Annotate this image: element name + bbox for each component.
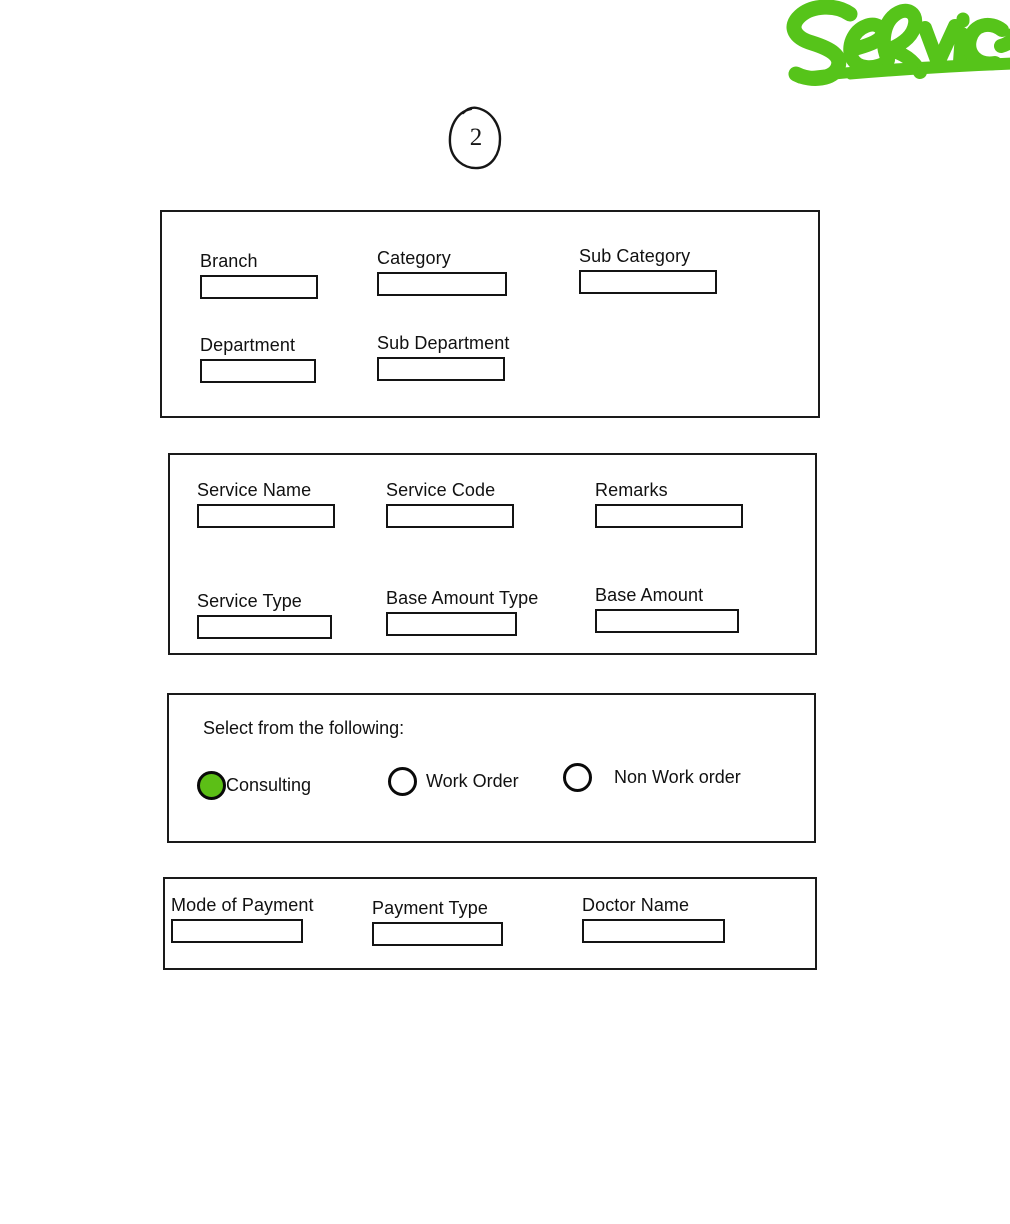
field-branch-label: Branch [200,251,258,271]
field-department-label: Department [200,335,296,355]
field-sub-department-label: Sub Department [377,333,510,353]
category-input[interactable] [377,272,507,296]
field-payment-type: Payment Type [372,898,503,946]
field-service-name: Service Name [197,480,335,528]
service-code-input[interactable] [386,504,514,528]
radio-unselected-icon[interactable] [388,767,417,796]
radio-option-consulting[interactable]: Consulting [197,771,311,800]
field-service-type-label: Service Type [197,591,302,611]
hand-drawn-circle-icon [448,106,502,170]
radio-option-work-order[interactable]: Work Order [388,767,519,796]
page-number-badge: 2 [447,105,503,171]
selection-panel: Select from the following: Consulting Wo… [167,693,816,843]
field-branch: Branch [200,251,318,299]
base-amount-type-input[interactable] [386,612,517,636]
mode-of-payment-input[interactable] [171,919,303,943]
sub-department-input[interactable] [377,357,505,381]
radio-selected-icon[interactable] [197,771,226,800]
field-doctor-name-label: Doctor Name [582,895,690,915]
radio-option-non-work-order[interactable]: Non Work order [563,763,741,792]
field-service-name-label: Service Name [197,480,312,500]
field-base-amount: Base Amount [595,585,739,633]
payment-panel: Mode of Payment Payment Type Doctor Name [163,877,817,970]
field-payment-type-label: Payment Type [372,898,488,918]
field-sub-category: Sub Category [579,246,717,294]
field-base-amount-type-label: Base Amount Type [386,588,539,608]
field-mode-of-payment: Mode of Payment [171,895,314,943]
sub-category-input[interactable] [579,270,717,294]
field-base-amount-type: Base Amount Type [386,588,538,636]
field-base-amount-label: Base Amount [595,585,704,605]
service-type-input[interactable] [197,615,332,639]
radio-option-non-work-order-label: Non Work order [614,767,741,787]
service-name-input[interactable] [197,504,335,528]
radio-unselected-icon[interactable] [563,763,592,792]
field-service-code: Service Code [386,480,514,528]
radio-option-consulting-label: Consulting [226,775,312,795]
field-service-code-label: Service Code [386,480,496,500]
field-sub-category-label: Sub Category [579,246,691,266]
field-sub-department: Sub Department [377,333,509,381]
field-remarks-label: Remarks [595,480,668,500]
branch-input[interactable] [200,275,318,299]
field-remarks: Remarks [595,480,743,528]
field-mode-of-payment-label: Mode of Payment [171,895,314,915]
field-category: Category [377,248,507,296]
department-input[interactable] [200,359,316,383]
field-department: Department [200,335,316,383]
branch-panel: Branch Category Sub Category Department … [160,210,820,418]
remarks-input[interactable] [595,504,743,528]
service-panel: Service Name Service Code Remarks Servic… [168,453,817,655]
base-amount-input[interactable] [595,609,739,633]
handwritten-service-title [786,0,1010,86]
field-doctor-name: Doctor Name [582,895,725,943]
field-service-type: Service Type [197,591,332,639]
selection-prompt: Select from the following: [203,718,405,738]
page-number-value: 2 [469,124,483,151]
payment-type-input[interactable] [372,922,503,946]
field-category-label: Category [377,248,451,268]
radio-option-work-order-label: Work Order [426,771,519,791]
doctor-name-input[interactable] [582,919,725,943]
